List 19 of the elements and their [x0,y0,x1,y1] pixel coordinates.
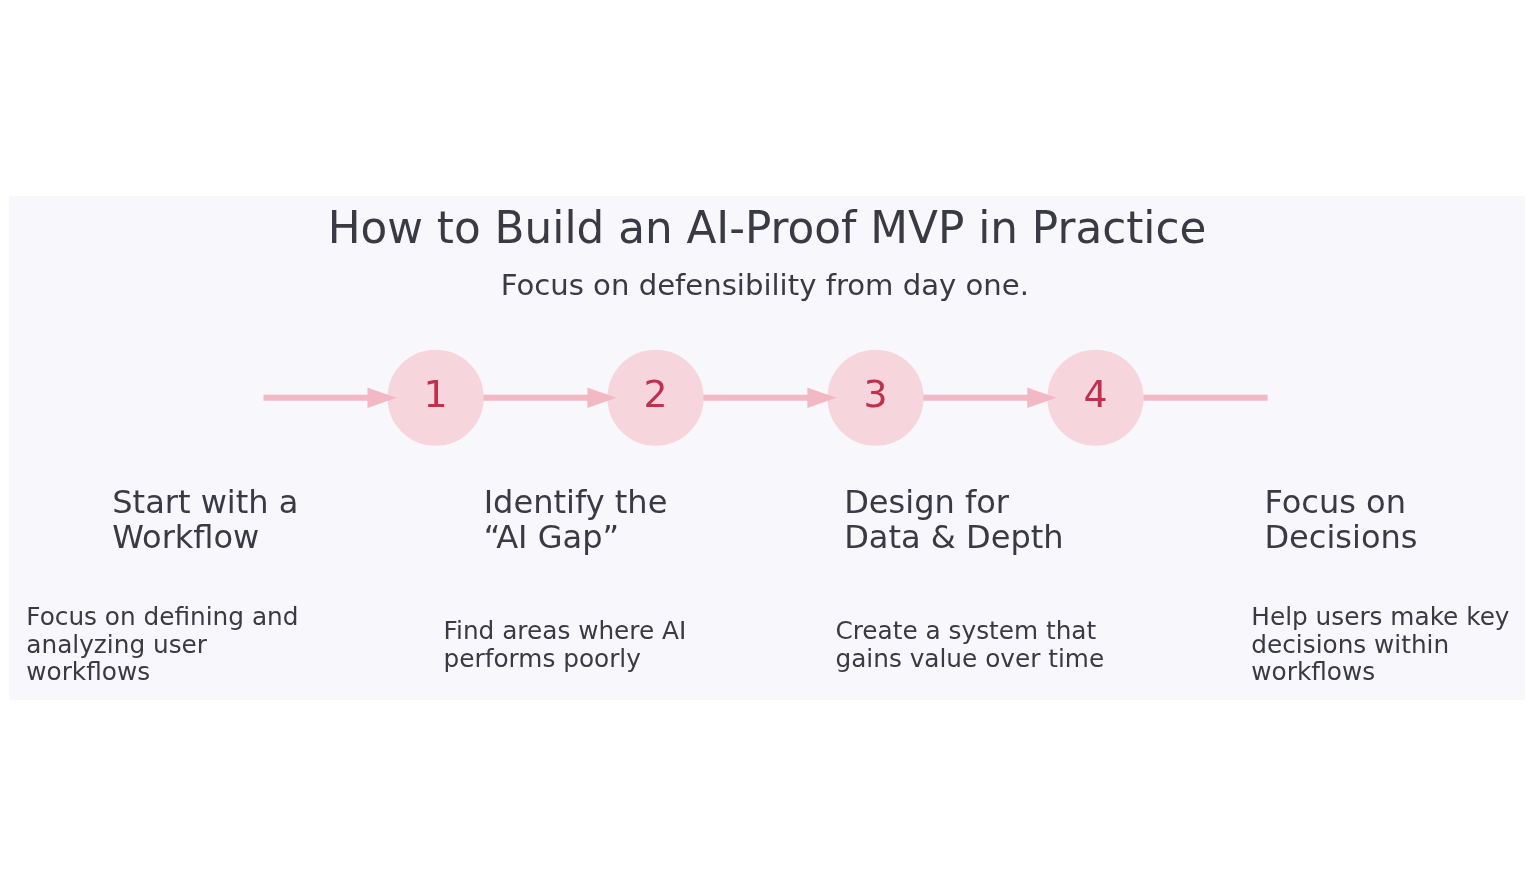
node-circle: 4 [1047,349,1144,446]
connector [1143,394,1268,401]
node-label: Help users make key decisions within workflows [1251,601,1510,686]
arrow [703,387,837,408]
label: Focus on defensibility from day one. [500,267,1029,302]
node-label: Create a system that gains value over time [835,615,1105,673]
node-label: Focus on Decisions [1264,482,1418,556]
node-circle: 1 [387,349,484,446]
node-label: Focus on defining and analyzing user workflows [26,601,299,686]
diagram-title: How to Build an AI-Proof MVP in Practice [327,201,1207,253]
node-label: Start with a Workflow [112,482,299,556]
node-label: Identify the “AI Gap” [483,482,668,556]
arrow [483,387,617,408]
node-label: Find areas where AI performs poorly [443,615,687,673]
arrow [923,387,1057,408]
node-circle: 2 [607,349,704,446]
node-circle: 3 [827,349,924,446]
node-label: Design for Data & Depth [844,482,1064,556]
arrow [263,387,397,408]
